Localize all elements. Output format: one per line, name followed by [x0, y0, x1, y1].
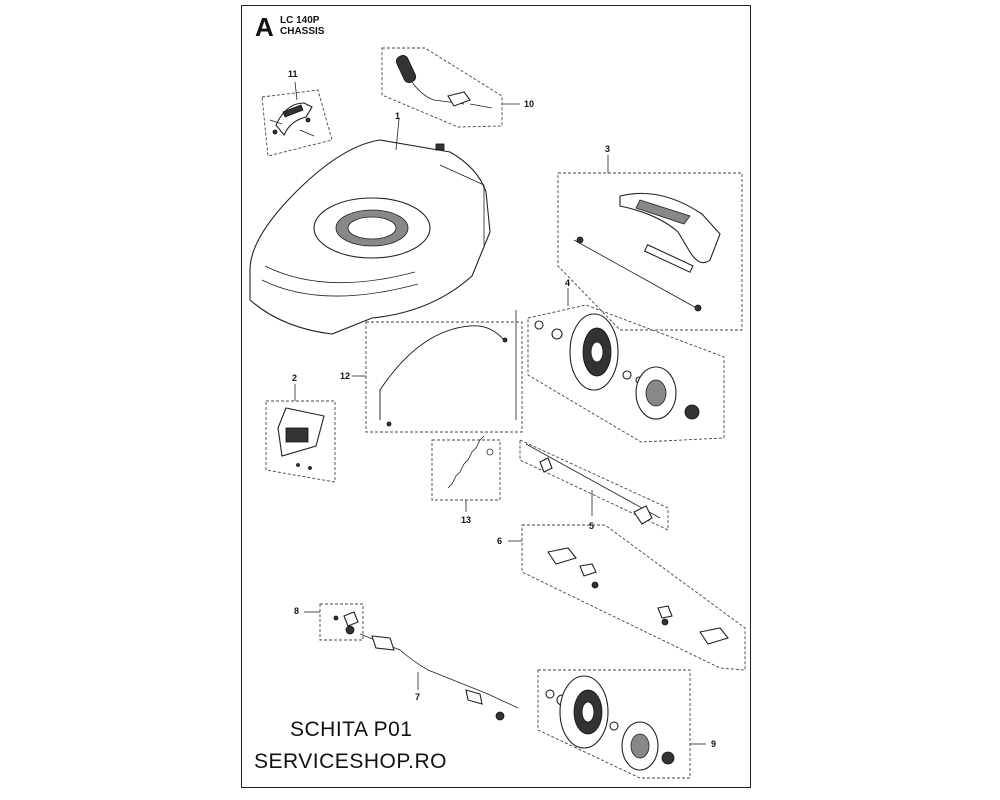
- part-13-spring: [431, 435, 501, 512]
- schematic-label: SCHITA P01: [290, 718, 413, 741]
- shop-label: SERVICESHOP.RO: [254, 750, 447, 773]
- part-11-height-adjuster: [261, 81, 333, 157]
- callout-5: 5: [589, 521, 594, 531]
- part-4-rear-wheel: [515, 288, 725, 443]
- callout-1: 1: [395, 111, 400, 121]
- part-10-handle-lock: [381, 47, 520, 128]
- section-name: CHASSIS: [280, 26, 325, 37]
- section-letter: A: [255, 12, 274, 42]
- callout-9: 9: [711, 739, 716, 749]
- part-6-axle-brackets: [508, 524, 746, 671]
- part-8-bracket: [304, 603, 364, 641]
- callout-3: 3: [605, 144, 610, 154]
- part-12-handle: [352, 321, 523, 433]
- diagram-frame: [241, 5, 751, 788]
- callout-6: 6: [497, 536, 502, 546]
- callout-10: 10: [524, 99, 534, 109]
- part-5-rear-axle: [519, 439, 669, 531]
- part-2-logo-plate: [265, 384, 336, 483]
- callout-8: 8: [294, 606, 299, 616]
- callouts: 1 2 3 4 5 6 7 8 9 10 11 12 13: [288, 69, 716, 749]
- part-7-front-axle: [359, 633, 519, 721]
- callout-13: 13: [461, 515, 471, 525]
- callout-7: 7: [415, 692, 420, 702]
- callout-12: 12: [340, 371, 350, 381]
- callout-4: 4: [565, 278, 570, 288]
- callout-2: 2: [292, 373, 297, 383]
- part-1-deck: [249, 118, 491, 335]
- part-3-rear-flap: [557, 155, 743, 331]
- part-9-front-wheel: [537, 669, 706, 779]
- model-name: LC 140P: [280, 15, 320, 26]
- model-title: LC 140P CHASSIS: [280, 15, 324, 37]
- callout-11: 11: [288, 69, 298, 79]
